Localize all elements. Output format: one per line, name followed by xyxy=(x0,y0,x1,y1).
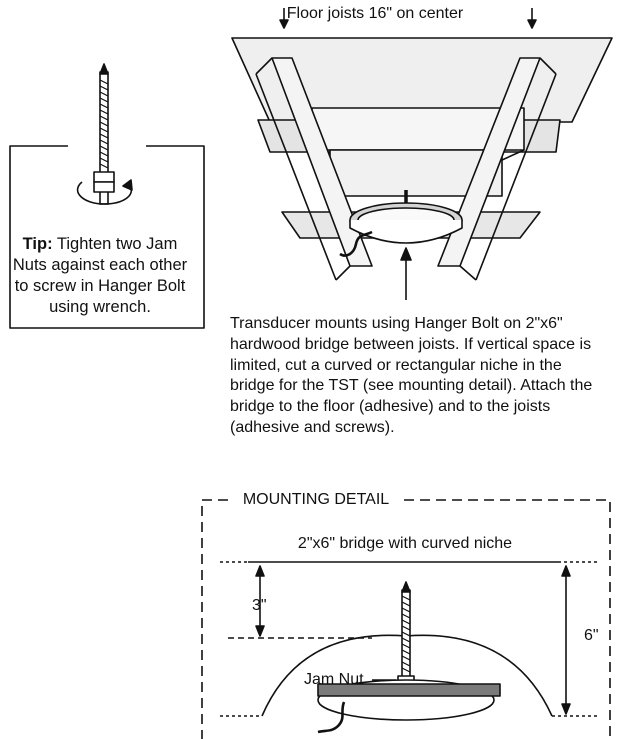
transducer-cable xyxy=(339,230,373,257)
pointer-arrow xyxy=(400,247,412,300)
left-joist xyxy=(271,57,373,267)
mounting-detail xyxy=(201,499,611,739)
tip-bold: Tip: xyxy=(22,235,53,253)
mounting-description: Transducer mounts using Hanger Bolt on 2… xyxy=(230,315,593,436)
jam-nut-upper xyxy=(93,171,115,183)
tip-body: Tighten two Jam Nuts against each other … xyxy=(12,235,188,317)
detail-cable xyxy=(317,701,346,734)
joist-arrow-right xyxy=(527,8,537,29)
mounting-detail-title: MOUNTING DETAIL xyxy=(228,490,404,511)
tip-text: Tip: Tighten two Jam Nuts against each o… xyxy=(10,234,190,318)
dimension-6-inch: 6" xyxy=(584,627,599,644)
rotation-arrow xyxy=(76,181,133,205)
tip-illustration xyxy=(9,63,205,329)
jam-nut-lower xyxy=(93,181,115,193)
joist-spacing-label: Floor joists 16" on center xyxy=(286,5,464,22)
detail-transducer-plate xyxy=(317,683,501,697)
bridge-label: 2"x6" bridge with curved niche xyxy=(297,535,513,552)
joist-arrow-left xyxy=(279,8,289,29)
jam-nut-label: Jam Nut xyxy=(304,671,364,688)
dimension-3-inch: 3" xyxy=(252,597,267,614)
floor-joist-assembly xyxy=(231,8,613,300)
